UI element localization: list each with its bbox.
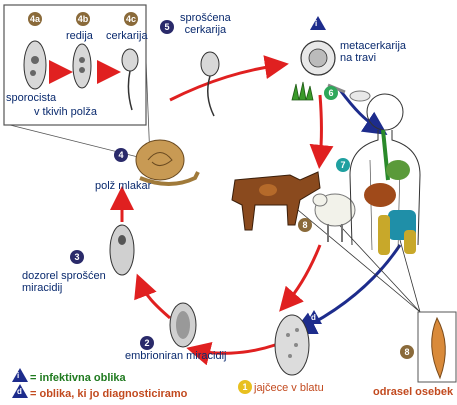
stage-badge-4b: 4b xyxy=(76,12,90,26)
stage-badge-4a: 4a xyxy=(28,12,42,26)
stage-badge-2: 2 xyxy=(140,336,154,350)
legend-diagnostic-symbol: d xyxy=(12,384,28,398)
label-stage-8: odrasel osebek xyxy=(373,386,453,398)
arrow-8-to-1 xyxy=(285,245,320,305)
label-stage-5: sprošćena cerkarija xyxy=(180,12,231,36)
label-cerkarija: cerkarija xyxy=(106,30,148,42)
label-stage-4: polž mlakar xyxy=(95,180,151,192)
arrow-5-to-6 xyxy=(170,65,280,100)
label-stage-1: jajčece v blatu xyxy=(254,382,324,394)
label-stage-6: metacerkarija na travi xyxy=(340,40,406,64)
label-tissue: v tkivih polža xyxy=(34,106,97,118)
infective-marker: i xyxy=(310,16,326,30)
legend-infective-label: = infektivna oblika xyxy=(30,372,126,384)
arrow-6-to-7 xyxy=(320,95,322,160)
stage-badge-8-adult: 8 xyxy=(400,345,414,359)
label-stage-3: dozorel sprošćen miracidij xyxy=(22,270,106,294)
label-stage-2: embrioniran miracidij xyxy=(125,350,226,362)
stage-badge-4c: 4c xyxy=(124,12,138,26)
stage-badge-7: 7 xyxy=(336,158,350,172)
legend-infective-symbol: i xyxy=(12,368,28,382)
stage-badge-4: 4 xyxy=(114,148,128,162)
stage-badge-8-animal: 8 xyxy=(298,218,312,232)
arrow-2-to-3 xyxy=(140,282,170,318)
stage-badge-5: 5 xyxy=(160,20,174,34)
label-sporocista: sporocista xyxy=(6,92,56,104)
legend-diagnostic-label: = oblika, ki jo diagnosticiramo xyxy=(30,388,187,400)
diagnostic-marker: d xyxy=(306,310,322,324)
label-redija: redija xyxy=(66,30,93,42)
stage-badge-6: 6 xyxy=(324,86,338,100)
stage-badge-1: 1 xyxy=(238,380,252,394)
stage-badge-3: 3 xyxy=(70,250,84,264)
